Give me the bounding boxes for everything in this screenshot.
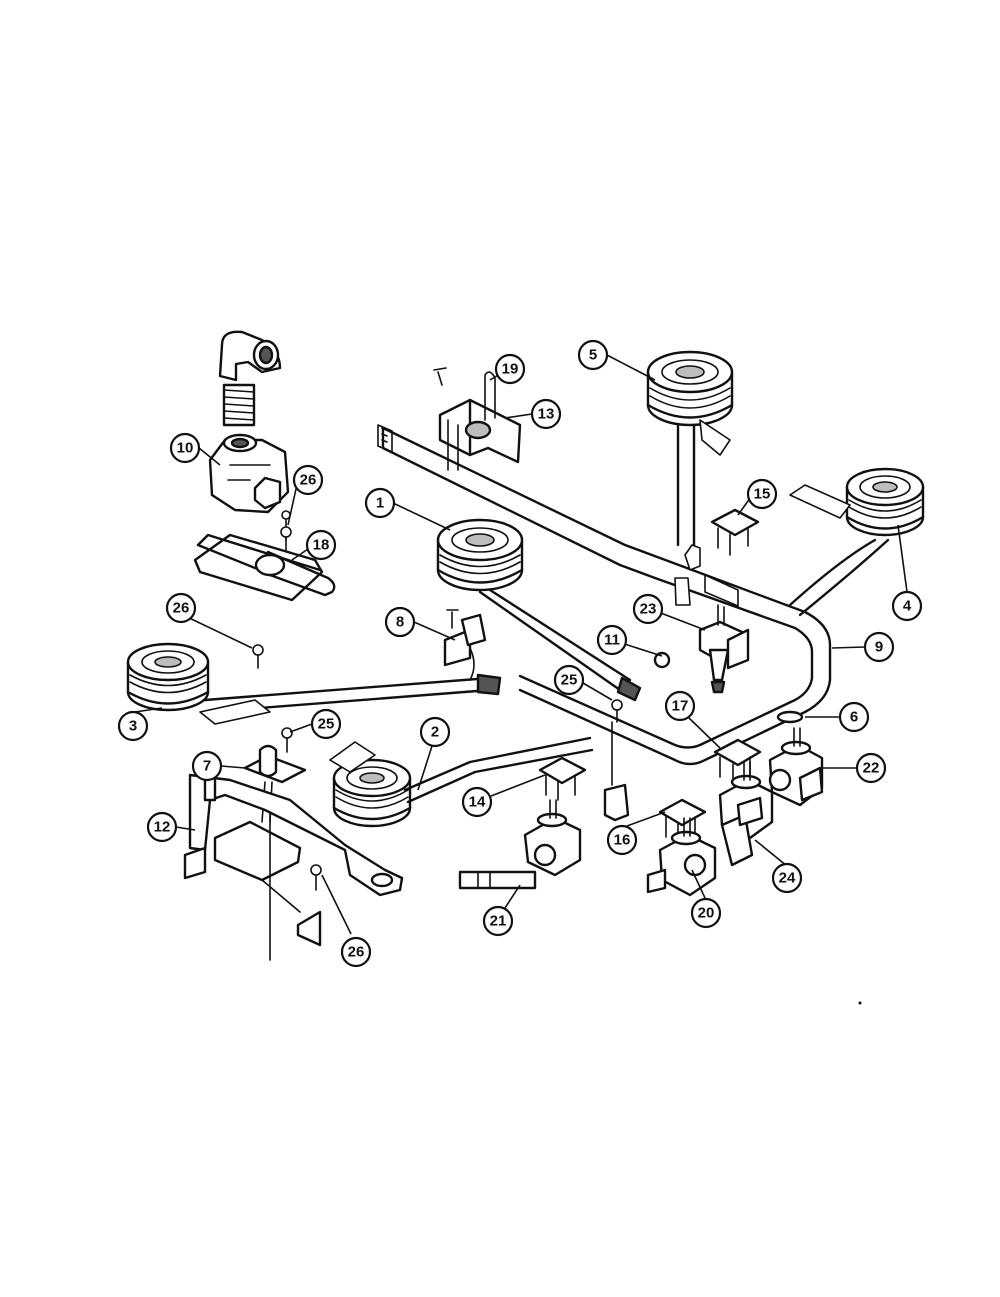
callout-8: 8 [384,606,416,638]
callout-21: 21 [482,905,514,937]
callout-label: 21 [490,913,507,930]
callout-17: 17 [664,690,696,722]
callout-9: 9 [863,631,895,663]
support-bracket [603,721,630,822]
burner-valve-20 [646,817,717,897]
callout-label: 2 [431,724,439,741]
callout-18: 18 [305,529,337,561]
callout-13: 13 [530,398,562,430]
burner-2 [329,736,594,828]
callout-23: 23 [632,593,664,625]
valve-bracket-15 [710,508,760,556]
callout-7: 7 [191,750,223,782]
callout-label: 20 [698,905,715,922]
callout-label: 17 [672,698,689,715]
callout-label: 19 [502,361,519,378]
callout-24: 24 [771,862,803,894]
spark-igniter [443,609,487,681]
callout-label: 14 [469,794,486,811]
burner-1 [436,518,642,702]
callout-11: 11 [596,624,628,656]
callout-4: 4 [891,590,923,622]
screw-26-bottom [310,864,322,891]
screw-26-mid [252,644,264,669]
gas-manifold-tube [377,424,832,766]
orifice-holder [653,577,750,694]
callout-label: 26 [300,472,317,489]
callout-16: 16 [606,824,638,856]
callout-10: 10 [169,432,201,464]
callout-label: 23 [640,601,657,618]
callout-label: 8 [396,614,404,631]
callout-label: 26 [348,944,365,961]
callout-label: 9 [875,639,883,656]
screw-25-left [281,727,293,753]
callout-25-left: 25 [310,708,342,740]
callout-label: 26 [173,600,190,617]
callout-5: 5 [577,339,609,371]
washer-6 [776,710,804,724]
callout-20: 20 [690,897,722,929]
callout-label: 7 [203,758,211,775]
base-bracket-12 [183,773,404,961]
callout-label: 18 [313,537,330,554]
callout-label: 13 [538,406,555,423]
callout-label: 10 [177,440,194,457]
callout-label: 1 [376,495,384,512]
callout-2: 2 [419,716,451,748]
burner-3 [126,642,502,725]
callout-label: 15 [754,486,771,503]
callout-19: 19 [494,353,526,385]
callout-label: 4 [903,598,912,615]
callout-6: 6 [838,701,870,733]
callout-26-mid: 26 [165,592,197,624]
callout-25-right: 25 [553,664,585,696]
callout-12: 12 [146,811,178,843]
callout-3: 3 [117,710,149,742]
callout-label: 24 [779,870,796,887]
regulator-bracket [193,510,336,602]
callout-label: 22 [863,760,880,777]
burner-valve-21 [458,799,582,890]
burner-4 [788,467,925,617]
callout-22: 22 [855,752,887,784]
burner-valve-24 [718,761,774,867]
leader-lines [134,354,908,935]
callout-1: 1 [364,487,396,519]
callout-label: 16 [614,832,631,849]
callout-label: 11 [604,632,620,649]
callout-26-bottom: 26 [340,936,372,968]
callout-label: 12 [154,819,171,836]
screw-26-top [280,526,292,551]
screw-25-right [611,699,623,723]
pressure-regulator [208,330,290,514]
callout-label: 25 [561,672,578,689]
burner-valve-22 [768,727,824,807]
callout-26-top: 26 [292,464,324,496]
callout-14: 14 [461,786,493,818]
burner-5 [646,350,734,547]
valve-bracket-14 [538,756,587,801]
callout-label: 25 [318,716,335,733]
callout-15: 15 [746,478,778,510]
callout-label: 3 [129,718,137,735]
stray-mark [858,1001,862,1005]
callout-label: 5 [589,347,597,364]
callout-label: 6 [850,709,858,726]
manifold-bracket [433,367,522,471]
